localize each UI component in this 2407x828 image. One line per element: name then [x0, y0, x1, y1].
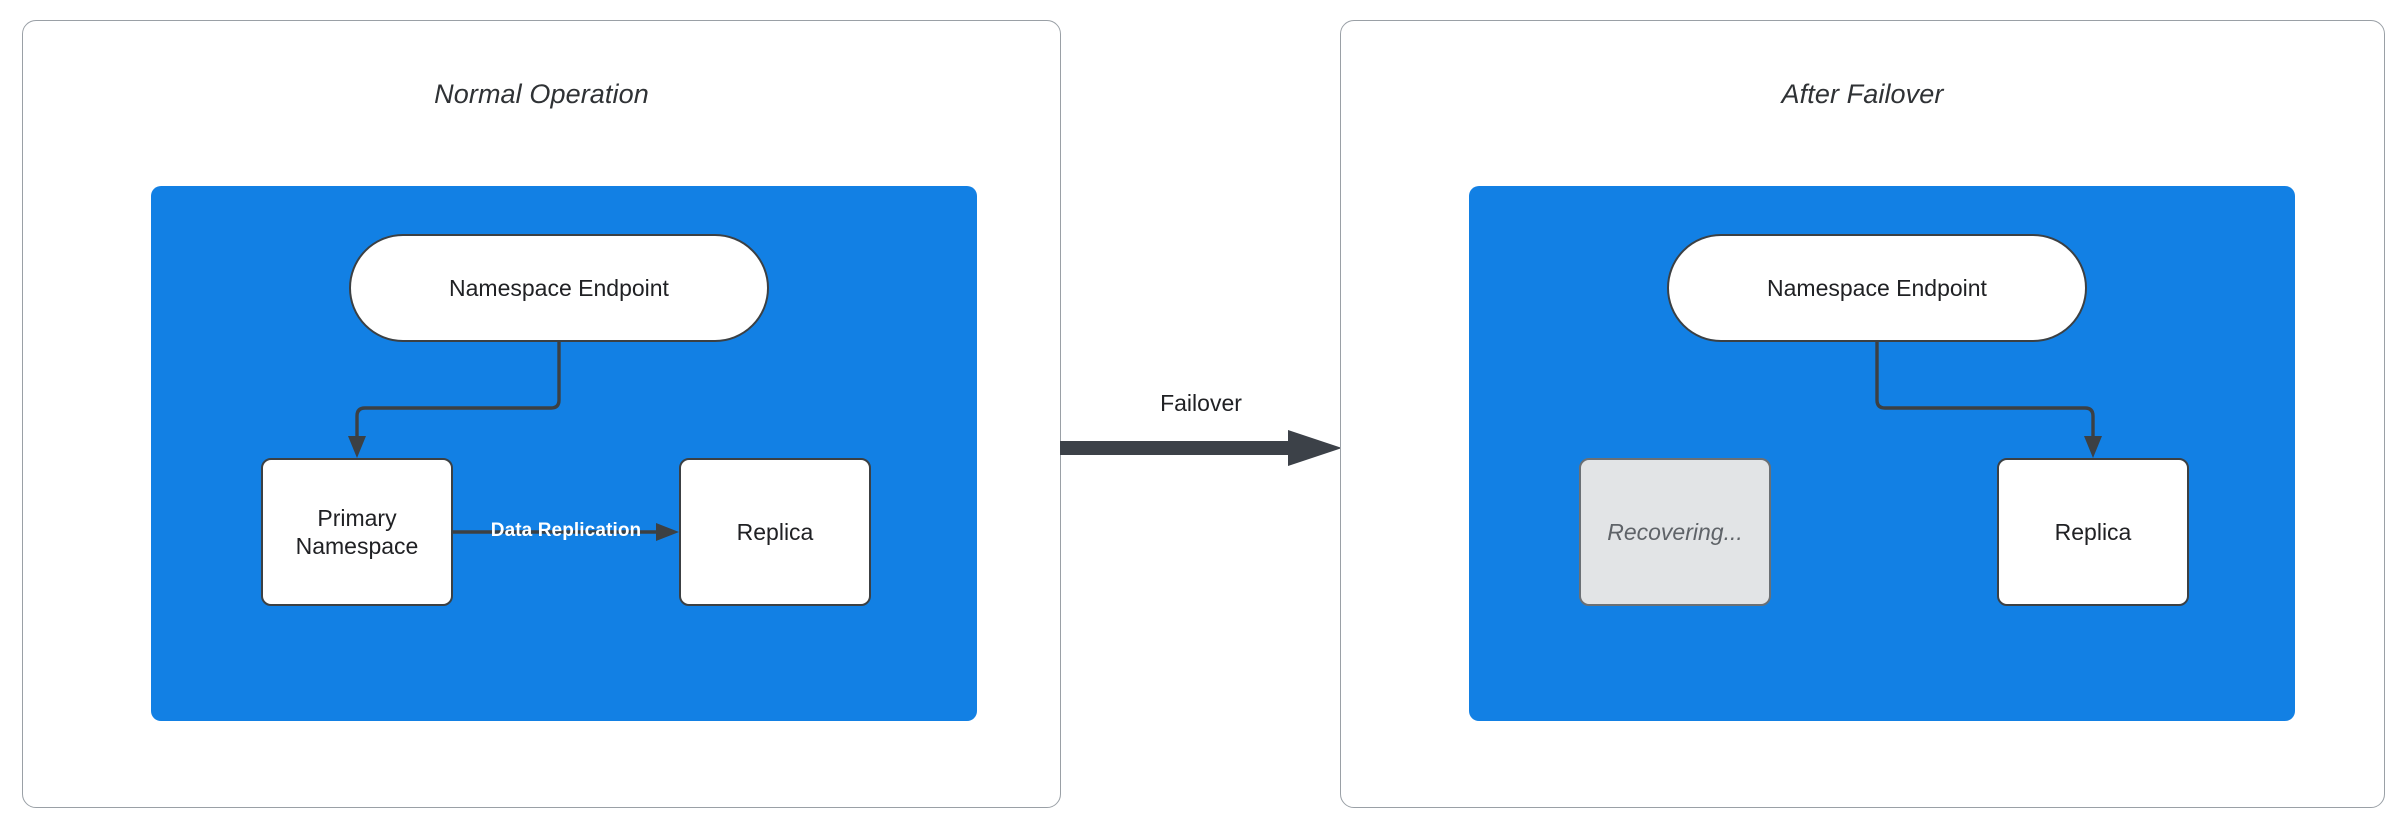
arrowhead-endpoint-to-replica	[2084, 436, 2102, 458]
node-namespace-endpoint[interactable]: Namespace Endpoint	[349, 234, 769, 342]
failover-transition: Failover	[1060, 390, 1342, 490]
arrowhead-endpoint-to-primary	[348, 436, 366, 458]
blue-region-after-failover: Namespace Endpoint Recovering... Replica	[1469, 186, 2295, 721]
node-recovering[interactable]: Recovering...	[1579, 458, 1771, 606]
panel-title-normal-operation: Normal Operation	[434, 79, 649, 109]
edge-endpoint-to-replica	[1875, 340, 2095, 440]
panel-normal-operation: Normal Operation Namespace Endpoint Prim…	[22, 20, 1061, 808]
node-namespace-endpoint[interactable]: Namespace Endpoint	[1667, 234, 2087, 342]
node-replica[interactable]: Replica	[1997, 458, 2189, 606]
failover-arrow-icon	[1060, 430, 1342, 466]
edge-label-data-replication: Data Replication	[490, 520, 642, 541]
edge-endpoint-to-primary	[355, 340, 561, 440]
blue-region-normal-operation: Namespace Endpoint Primary Namespace Rep…	[151, 186, 977, 721]
node-replica[interactable]: Replica	[679, 458, 871, 606]
panel-after-failover: After Failover Namespace Endpoint Recove…	[1340, 20, 2385, 808]
node-primary-namespace[interactable]: Primary Namespace	[261, 458, 453, 606]
failover-label: Failover	[1160, 390, 1242, 416]
panel-title-after-failover: After Failover	[1781, 79, 1944, 109]
